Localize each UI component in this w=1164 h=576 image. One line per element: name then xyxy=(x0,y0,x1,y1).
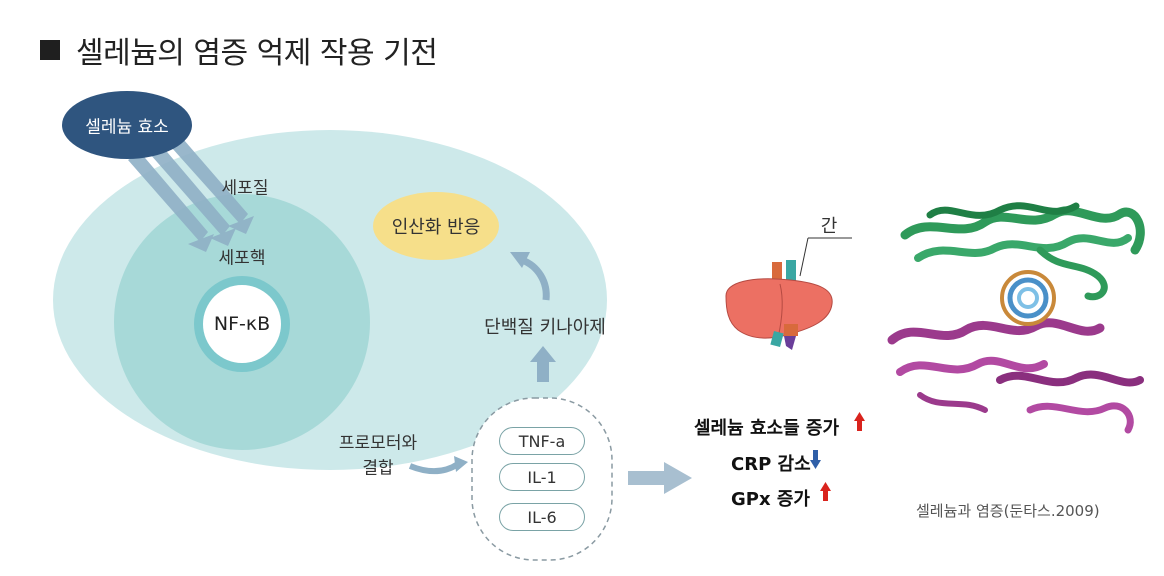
enzyme-arrows xyxy=(128,140,254,252)
nfkb-core xyxy=(203,285,281,363)
promoter-label-line2: 결합 xyxy=(362,458,394,479)
nfkb-label: NF-κB xyxy=(213,313,271,335)
result-text: GPx 증가 xyxy=(731,489,810,510)
page-title: 셀레늄의 염증 억제 작용 기전 xyxy=(40,28,438,72)
result-arrows xyxy=(810,412,865,501)
result-text: CRP 감소 xyxy=(731,454,811,475)
result-arrow xyxy=(664,462,692,494)
cytoplasm-label: 세포질 xyxy=(221,178,269,199)
promoter-label-line1: 프로모터와 xyxy=(338,433,418,454)
enzyme-label: 셀레늄 효소 xyxy=(85,117,169,138)
title-square-icon xyxy=(40,40,60,60)
kinase-curve-head xyxy=(510,252,530,268)
kinase-curve-arrow xyxy=(520,256,550,301)
oxidation-label: 인산화 반응 xyxy=(391,217,481,238)
cytokine-pill: IL-1 xyxy=(499,463,585,491)
figure-caption: 셀레늄과 염증(둔타스.2009) xyxy=(916,502,1100,520)
cytokine-pill: IL-6 xyxy=(499,503,585,531)
result-enzymes-increase: 셀레늄 효소들 증가 xyxy=(694,414,839,440)
kinase-label: 단백질 키나아제 xyxy=(484,317,606,338)
result-crp-decrease: CRP 감소 xyxy=(731,450,811,476)
result-text: 셀레늄 효소들 증가 xyxy=(694,418,840,439)
liver-label: 간 xyxy=(820,216,838,237)
result-gpx-increase: GPx 증가 xyxy=(731,485,810,511)
up-arrow-head xyxy=(530,346,556,362)
enzyme-ellipse xyxy=(62,91,192,159)
cytokine-pill: TNF-a xyxy=(499,427,585,455)
nucleus-label: 세포핵 xyxy=(218,248,266,269)
title-text: 셀레늄의 염증 억제 작용 기전 xyxy=(76,36,438,71)
promoter-curve-arrow xyxy=(408,461,460,474)
liver-icon xyxy=(725,237,852,350)
oxidation-ellipse xyxy=(373,192,499,260)
protein-structure-image xyxy=(887,202,1145,434)
